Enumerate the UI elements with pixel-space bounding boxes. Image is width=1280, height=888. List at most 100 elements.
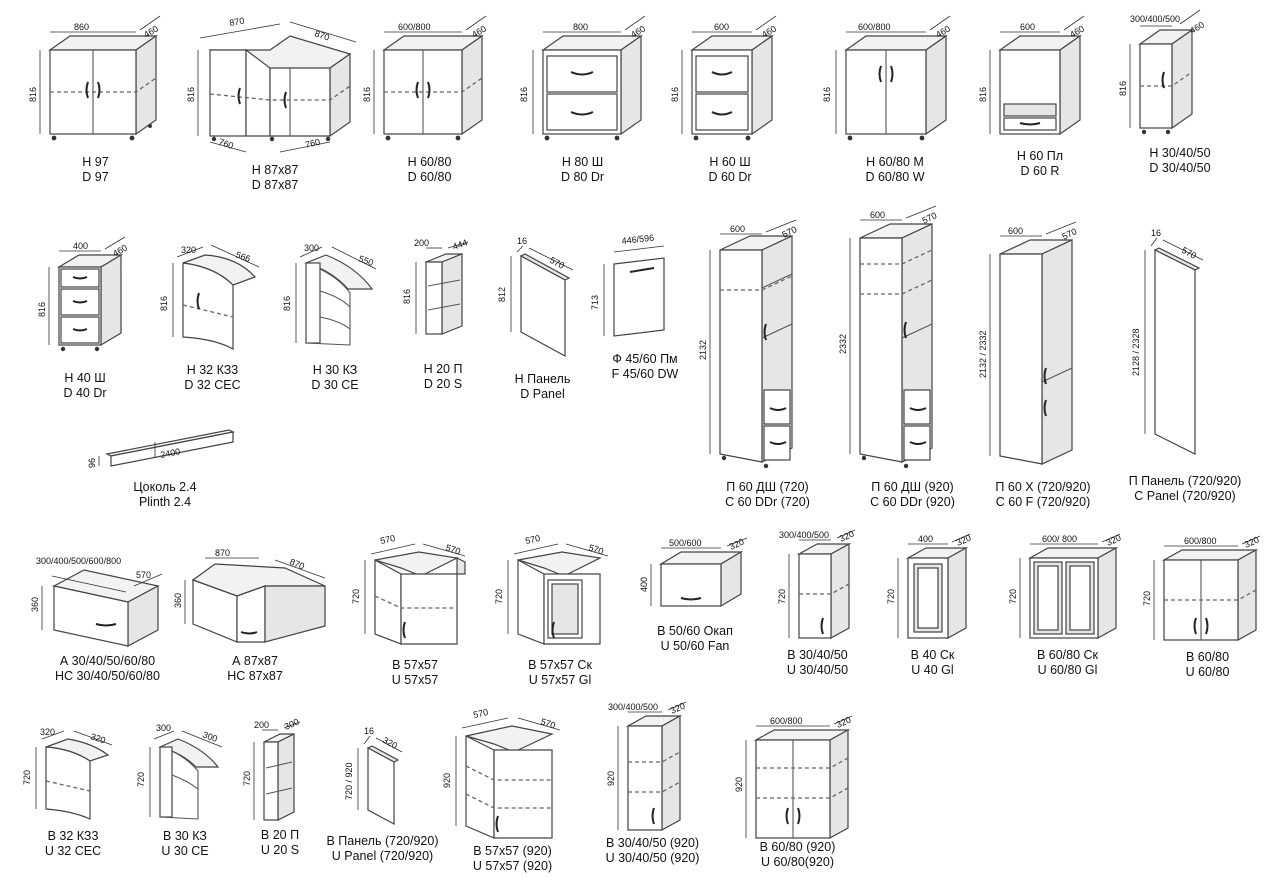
code-en: U 60/80 Gl	[1037, 663, 1098, 677]
wall-b6080-920[interactable]: 600/800 320 920 В 60/80 (920) U 60/80(92…	[730, 712, 865, 877]
dim-height: 96	[87, 458, 97, 468]
tall-cabinet-p60dsh-920[interactable]: 600 570 2332 П 60 ДШ (920) C 60 DDr (920…	[838, 205, 985, 512]
code-en: C 60 DDr (920)	[870, 495, 955, 509]
cabinet-h80sh[interactable]: 800 460 816 Н 80 Ш D 80 Dr	[515, 15, 650, 187]
code-ru: В 60/80	[1185, 650, 1230, 664]
cabinet-h20p-narrow[interactable]: 200 444 816 Н 20 П D 20 S	[398, 237, 488, 402]
dim-height: 720	[136, 772, 146, 787]
dim-height: 816	[978, 87, 988, 102]
dim-width: 400	[73, 241, 88, 251]
dim-depth: 570	[136, 570, 151, 580]
code-ru: Н 97	[82, 155, 109, 169]
dim-height: 720	[242, 771, 252, 786]
dim-width: 600	[730, 224, 745, 234]
dim-height: 816	[519, 87, 529, 102]
wall-curved-b32kz[interactable]: 320 320 720 В 32 КЗ3 U 32 CEC	[18, 725, 128, 865]
cabinet-h30kz-shelf-end[interactable]: 300 550 816 Н 30 КЗ D 30 CE	[280, 243, 390, 405]
code-ru: П 60 Х (720/920)	[995, 480, 1091, 494]
code-ru: В 32 КЗ3	[47, 829, 99, 843]
code-en: D 20 S	[423, 377, 463, 391]
dim-height: 920	[734, 777, 744, 792]
code-en: U 20 S	[260, 843, 300, 857]
dim-depth: 300	[201, 729, 219, 744]
dim-depth: 566	[234, 249, 252, 264]
code-ru: Н 30/40/50	[1149, 146, 1211, 160]
code-en: U 30/40/50	[786, 663, 849, 677]
wall-glass-b40sk[interactable]: 400 320 720 В 40 Ск U 40 Gl	[880, 533, 985, 686]
dim-height: 720	[494, 589, 504, 604]
dim-height: 360	[173, 593, 183, 608]
hood-cabinet-a[interactable]: 300/400/500/600/800 570 360 А 30/40/50/6…	[30, 550, 185, 690]
cabinet-h97[interactable]: 860 460 816 Н 97 D 97	[28, 15, 163, 187]
cabinet-h87-corner[interactable]: 870 870 816 760 760 Н 87х87 D 87x87	[186, 16, 360, 198]
dim-height: 816	[159, 296, 169, 311]
wall-flap-b5060[interactable]: 500/600 320 400 В 50/60 Окап U 50/60 Fan	[635, 537, 755, 655]
wall-corner-tall-b57-920[interactable]: 570 570 920 В 57х57 (920) U 57x57 (920)	[440, 707, 585, 877]
code-ru: В 30/40/50	[787, 648, 848, 662]
cabinet-h6080m-sink[interactable]: 600/800 460 816 Н 60/80 М D 60/80 W	[820, 15, 970, 187]
dim-height: 816	[670, 87, 680, 102]
wall-side-panel[interactable]: 16 320 720 / 920 В Панель (720/920) U Pa…	[320, 726, 445, 868]
cabinet-h40sh[interactable]: 400 460 816 Н 40 Ш D 40 Dr	[25, 236, 145, 405]
dim-height: 720	[351, 589, 361, 604]
code-en: C 60 F (720/920)	[995, 495, 1091, 509]
cabinet-h32kz-curved[interactable]: 320 566 816 Н 32 КЗ3 D 32 CEC	[155, 244, 270, 405]
code-en: U Panel (720/920)	[331, 849, 434, 863]
dishwasher-front[interactable]: 446/596 713 Ф 45/60 Пм F 45/60 DW	[590, 233, 700, 405]
code-ru: Н 80 Ш	[561, 155, 604, 169]
dim-width: 600/800	[398, 22, 431, 32]
code-ru: В 50/60 Окап	[657, 624, 733, 638]
code-ru: Н 60/80 М	[866, 155, 924, 169]
dim-width: 500/600	[669, 538, 702, 548]
dim-width: 320	[40, 727, 55, 737]
wall-b6080[interactable]: 600/800 320 720 В 60/80 U 60/80	[1140, 535, 1275, 688]
code-en: U 57x57	[391, 673, 439, 687]
dim-width: 800	[573, 22, 588, 32]
dim-width: 600	[870, 210, 885, 220]
code-ru: Н Панель	[514, 372, 571, 386]
code-en: U 30 CE	[161, 844, 209, 858]
cabinet-h6080[interactable]: 600/800 460 816 Н 60/80 D 60/80	[362, 15, 497, 187]
cabinet-h304050[interactable]: 300/400/500 460 816 Н 30/40/50 D 30/40/5…	[1110, 9, 1250, 181]
wall-shelf-end-b30kz[interactable]: 300 300 720 В 30 КЗ U 30 CE	[130, 723, 240, 865]
dim-height: 2132	[698, 340, 708, 360]
wall-glass-b6080sk[interactable]: 600/ 800 320 720 В 60/80 Ск U 60/80 Gl	[1000, 533, 1135, 686]
cabinet-h60pl-oven[interactable]: 600 460 816 Н 60 Пл D 60 R	[978, 15, 1100, 187]
code-en: U 57x57 Gl	[528, 673, 592, 687]
wall-narrow-b20p[interactable]: 200 300 720 В 20 П U 20 S	[240, 717, 320, 867]
dim-depth: 460	[111, 243, 129, 259]
wall-b304050[interactable]: 300/400/500 320 720 В 30/40/50 U 30/40/5…	[765, 529, 870, 682]
code-en: C 60 DDr (720)	[725, 495, 810, 509]
code-en: D 30/40/50	[1149, 161, 1211, 175]
tall-cabinet-p60dsh-720[interactable]: 600 570 2132 П 60 ДШ (720) C 60 DDr (720…	[698, 219, 835, 513]
plinth-strip[interactable]: 2400 96 Цоколь 2.4 Plinth 2.4	[85, 420, 245, 515]
wall-b304050-920[interactable]: 300/400/500 320 920 В 30/40/50 (920) U 3…	[590, 701, 715, 869]
wall-corner-glass-b57sk[interactable]: 570 570 720 В 57х57 Ск U 57x57 Gl	[490, 533, 630, 693]
side-panel-h[interactable]: 16 570 812 Н Панель D Panel	[495, 236, 590, 405]
code-ru: В 30/40/50 (920)	[605, 836, 700, 850]
wall-corner-b57[interactable]: 570 570 720 В 57х57 U 57x57	[345, 533, 485, 693]
dim-height: 812	[497, 287, 507, 302]
hood-cabinet-corner[interactable]: 870 870 360 А 87х87 HC 87x87	[173, 548, 335, 691]
dim-depth: 460	[629, 24, 647, 40]
dim-width: 16	[364, 726, 374, 736]
code-ru: Н 40 Ш	[64, 371, 106, 385]
dim-height: 920	[606, 771, 616, 786]
dim-width2: 870	[313, 28, 330, 42]
tall-cabinet-p60x-fridge[interactable]: 600 570 2132 / 2332 П 60 Х (720/920) C 6…	[978, 221, 1108, 514]
code-en: D 30 CE	[311, 378, 359, 392]
dim-depth: 570	[1180, 245, 1198, 261]
dim-depth: 320	[728, 537, 746, 552]
dim-height: 816	[186, 87, 196, 102]
tall-side-panel[interactable]: 16 570 2128 / 2328 П Панель (720/920) C …	[1115, 228, 1255, 514]
code-ru: В 60/80 Ск	[1036, 648, 1099, 662]
cabinet-h60sh[interactable]: 600 460 816 Н 60 Ш D 60 Dr	[670, 15, 790, 187]
dim-height: 816	[37, 302, 47, 317]
dim-height: 920	[442, 773, 452, 788]
dim-depth: 320	[1105, 533, 1123, 548]
dim-width2: 870	[288, 557, 306, 572]
dim-width2: 570	[444, 542, 461, 556]
dim-width: 200	[414, 238, 429, 248]
dim-height: 2128 / 2328	[1131, 328, 1141, 376]
